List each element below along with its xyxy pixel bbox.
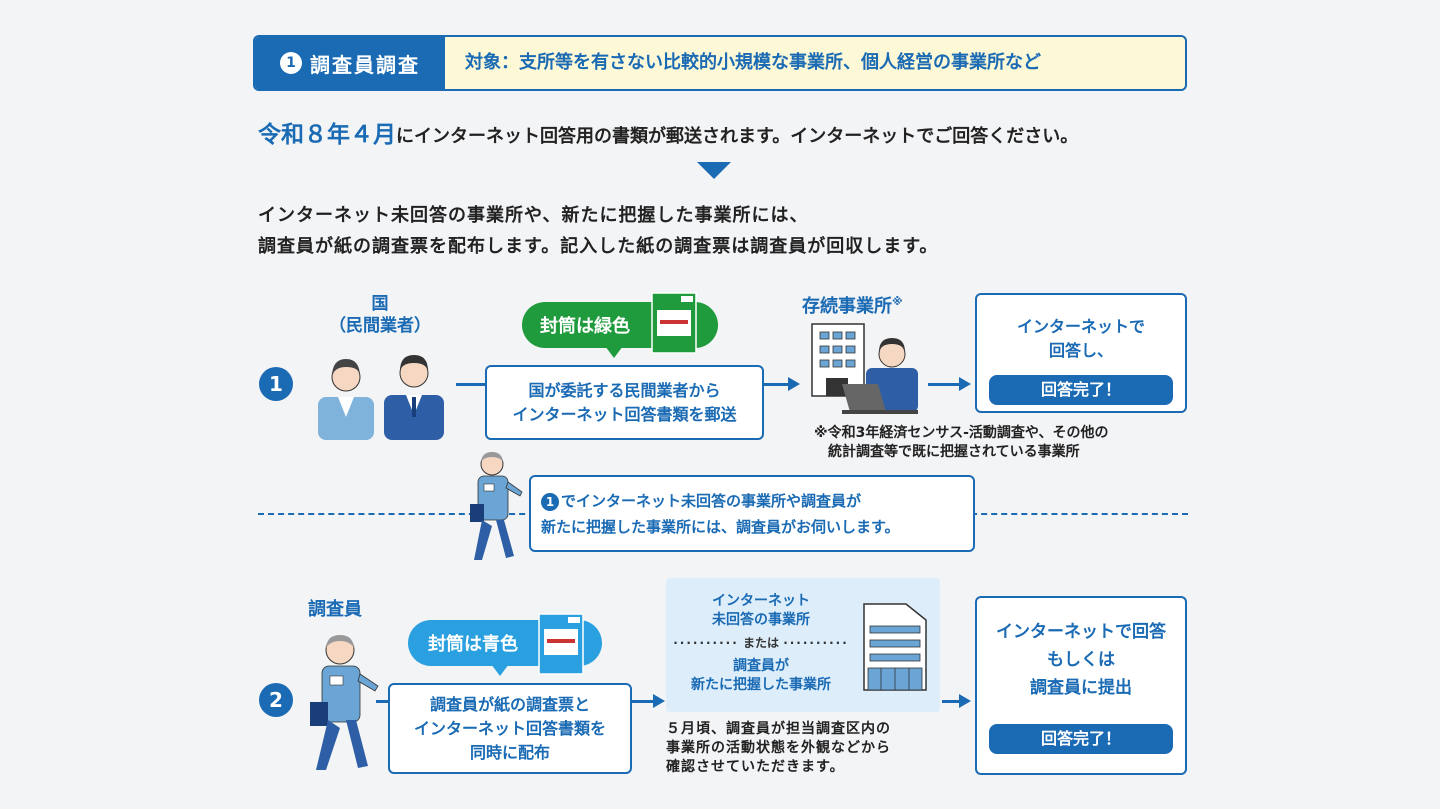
flow2-arrow-3-head: [959, 694, 971, 708]
or-dots-left: ··········: [673, 636, 739, 650]
flow2-dist-line-1: 調査員が紙の調査票と: [429, 694, 590, 714]
flow2-target-line-2: 未回答の事業所: [712, 612, 810, 628]
flow2-target-or: ·········· または ··········: [666, 634, 856, 653]
flow2-distribute-box: 調査員が紙の調査票と インターネット回答書類を 同時に配布: [388, 683, 632, 774]
office-worker-icon: [811, 323, 918, 414]
down-arrow-icon: [697, 162, 731, 179]
walking-surveyor-icon-bottom: [310, 635, 379, 770]
flow1-arrow-2-head: [788, 377, 800, 391]
description: インターネット未回答の事業所や、新たに把握した事業所には、 調査員が紙の調査票を…: [258, 200, 938, 262]
staff-people-icon: [318, 355, 444, 440]
badge-number-circle: 1: [280, 52, 302, 74]
badge-label: 調査員調査: [310, 52, 420, 77]
flow1-arrow-3: [928, 383, 960, 386]
office-label-text: 存続事業所: [802, 296, 892, 317]
flow2-note-line-1: ５月頃、調査員が担当調査区内の: [666, 721, 891, 737]
intro-rest: にインターネット回答用の書類が郵送されます。インターネットでご回答ください。: [396, 126, 1079, 147]
flow1-mail-line-1: 国が委託する民間業者から: [528, 380, 721, 400]
flow1-note: ※令和3年経済センサス‐活動調査や、その他の 統計調査等で既に把握されている事業…: [814, 424, 1108, 462]
flow2-note: ５月頃、調査員が担当調査区内の 事業所の活動状態を外観などから 確認させていただ…: [666, 720, 891, 777]
flow1-mail-line-2: インターネット回答書類を郵送: [512, 404, 737, 424]
flow1-actor-label: 国 （民間業者）: [310, 293, 450, 337]
flow2-note-line-3: 確認させていただきます。: [666, 759, 845, 775]
flow1-arrow-1: [456, 383, 486, 386]
blue-envelope-icon: [538, 613, 584, 675]
intro-date: 令和８年４月: [258, 122, 396, 148]
flow1-result-line-1: インターネットで: [1016, 317, 1145, 336]
flow1-number-icon: 1: [259, 367, 293, 401]
flow2-result-line-2: もしくは: [1047, 649, 1115, 670]
flow2-target-text: インターネット 未回答の事業所 ·········· または ·········…: [666, 592, 856, 695]
target-text: 対象：支所等を有さない比較的小規模な事業所、個人経営の事業所など: [465, 52, 1041, 73]
flow2-arrow-2: [632, 700, 654, 703]
flow2-result-box: インターネットで回答 もしくは 調査員に提出 回答完了！: [975, 596, 1187, 775]
flow1-actor-line-1: 国: [371, 294, 389, 314]
flow1-result-line-2: 回答し、: [1048, 341, 1113, 360]
blue-envelope-label: 封筒は青色: [428, 634, 518, 655]
flow2-actor-label: 調査員: [308, 599, 362, 620]
flow2-note-line-2: 事業所の活動状態を外観などから: [666, 740, 891, 756]
flow2-target-line-1: インターネット: [712, 593, 810, 609]
description-line-2: 調査員が紙の調査票を配布します。記入した紙の調査票は調査員が回収します。: [258, 236, 939, 257]
flow2-result-line-3: 調査員に提出: [1030, 677, 1132, 698]
flow2-dist-line-3: 同時に配布: [469, 742, 550, 762]
flow2-number-icon: 2: [259, 683, 293, 717]
intro-line: 令和８年４月にインターネット回答用の書類が郵送されます。インターネットでご回答く…: [258, 115, 1078, 149]
walking-surveyor-icon-top: [470, 452, 523, 560]
flow2-target-panel: インターネット 未回答の事業所 ·········· または ·········…: [666, 578, 940, 712]
flow2-arrow-2-head: [653, 694, 665, 708]
flow2-target-line-3: 調査員が: [733, 658, 789, 674]
green-envelope-label: 封筒は緑色: [540, 316, 630, 337]
flow2-arrow-3: [942, 700, 960, 703]
green-pill-pointer: [605, 346, 623, 358]
blue-pill-pointer: [491, 664, 509, 676]
description-line-1: インターネット未回答の事業所や、新たに把握した事業所には、: [258, 205, 809, 226]
visit-number-icon: 1: [541, 492, 559, 511]
flow1-result-box: インターネットで 回答し、 回答完了！: [975, 293, 1187, 413]
flow2-target-line-4: 新たに把握した事業所: [691, 677, 831, 693]
or-dots-right: ··········: [783, 636, 849, 650]
visit-line-2: 新たに把握した事業所には、調査員がお伺いします。: [541, 517, 900, 536]
visit-line-1-text: でインターネット未回答の事業所や調査員が: [561, 491, 862, 510]
flow2-result-line-1: インターネットで回答: [996, 621, 1166, 642]
flow2-dist-line-2: インターネット回答書類を: [413, 718, 606, 738]
office-label-mark: ※: [892, 295, 903, 308]
green-envelope-icon: [651, 292, 697, 354]
flow1-actor-line-2: （民間業者）: [329, 316, 431, 336]
flow1-arrow-2: [764, 383, 789, 386]
flow2-target-or-text: または: [742, 636, 779, 650]
flow1-arrow-3-head: [959, 377, 971, 391]
flow1-mail-box: 国が委託する民間業者から インターネット回答書類を郵送: [485, 365, 764, 440]
flow2-done-badge: 回答完了！: [989, 723, 1173, 754]
flow2-arrow-1: [376, 700, 390, 703]
flow1-done-badge: 回答完了！: [989, 375, 1173, 405]
header-bar: 1 調査員調査 対象：支所等を有さない比較的小規模な事業所、個人経営の事業所など: [253, 35, 1187, 91]
survey-type-badge: 1 調査員調査: [255, 37, 445, 89]
flow1-note-line-2: 統計調査等で既に把握されている事業所: [828, 444, 1080, 460]
flow1-note-line-1: ※令和3年経済センサス‐活動調査や、その他の: [814, 425, 1109, 441]
office-building-icon: [863, 603, 927, 691]
office-label: 存続事業所※: [802, 292, 903, 318]
